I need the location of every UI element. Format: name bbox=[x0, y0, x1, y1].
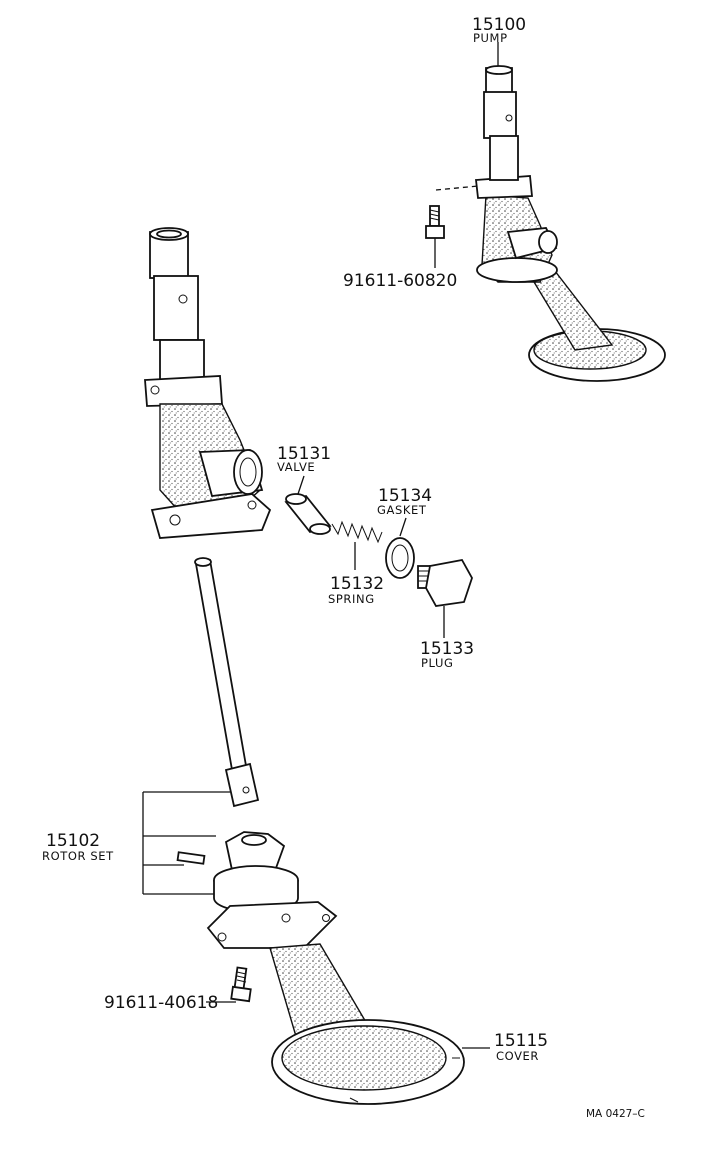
cover-part-name: COVER bbox=[496, 1049, 539, 1063]
callout-gasket: 15134 GASKET bbox=[377, 486, 432, 517]
relief-valve-illustration bbox=[284, 493, 332, 535]
pump-part-name: PUMP bbox=[473, 31, 508, 45]
pump-cover-illustration bbox=[206, 901, 465, 1105]
valve-part-name: VALVE bbox=[277, 460, 315, 474]
plug-part-number: 15133 bbox=[420, 639, 474, 659]
assembled-pump-illustration bbox=[475, 65, 666, 382]
upper-bolt-part-number: 91611-60820 bbox=[343, 271, 457, 291]
callout-pump: 15100 PUMP bbox=[472, 15, 526, 45]
callout-lower-bolt: 91611-40618 bbox=[104, 993, 218, 1013]
callout-spring: 15132 SPRING bbox=[328, 574, 384, 606]
gasket-part-name: GASKET bbox=[377, 503, 427, 517]
callout-upper-bolt: 91611-60820 bbox=[343, 271, 457, 291]
pump-part-number: 15100 bbox=[472, 15, 526, 35]
gasket-illustration bbox=[385, 537, 415, 579]
upper-bolt-illustration bbox=[425, 185, 479, 268]
callout-valve: 15131 VALVE bbox=[277, 444, 331, 474]
spring-part-number: 15132 bbox=[330, 574, 384, 594]
pump-body-illustration bbox=[144, 227, 272, 539]
relief-spring-illustration bbox=[331, 520, 383, 544]
lower-bolt-illustration bbox=[230, 966, 252, 1003]
cover-part-number: 15115 bbox=[494, 1031, 548, 1051]
rotor-set-illustration bbox=[176, 831, 299, 913]
rotor-set-part-name: ROTOR SET bbox=[42, 849, 114, 863]
callout-plug: 15133 PLUG bbox=[420, 639, 474, 670]
callout-rotor-set: 15102 ROTOR SET bbox=[42, 831, 114, 863]
gasket-part-number: 15134 bbox=[378, 486, 432, 506]
callout-cover: 15115 COVER bbox=[494, 1031, 548, 1063]
drive-shaft-illustration bbox=[194, 557, 260, 808]
leader-lines bbox=[142, 42, 499, 1049]
rotor-set-part-number: 15102 bbox=[46, 831, 100, 851]
diagram-reference-code: MA 0427–C bbox=[586, 1108, 645, 1120]
plug-part-name: PLUG bbox=[421, 656, 454, 670]
spring-part-name: SPRING bbox=[328, 592, 375, 606]
valve-part-number: 15131 bbox=[277, 444, 331, 464]
plug-illustration bbox=[417, 558, 473, 607]
lower-bolt-part-number: 91611-40618 bbox=[104, 993, 218, 1013]
